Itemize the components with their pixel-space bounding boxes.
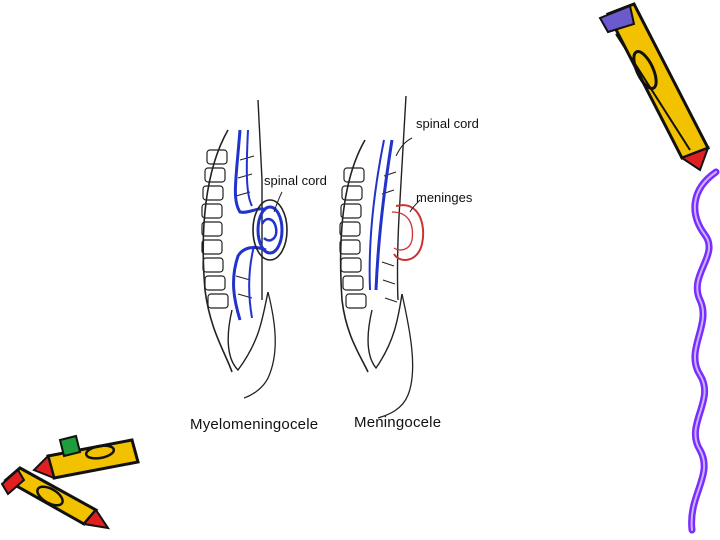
meningocele-illustration — [340, 96, 423, 418]
myelomeningocele-illustration — [202, 100, 287, 398]
caption-myelomeningocele: Myelomeningocele — [190, 416, 318, 433]
label-spinal-cord-right: spinal cord — [416, 116, 479, 131]
label-spinal-cord-left: spinal cord — [264, 173, 327, 188]
label-meninges: meninges — [416, 190, 472, 205]
caption-meningocele: Meningocele — [354, 414, 441, 431]
